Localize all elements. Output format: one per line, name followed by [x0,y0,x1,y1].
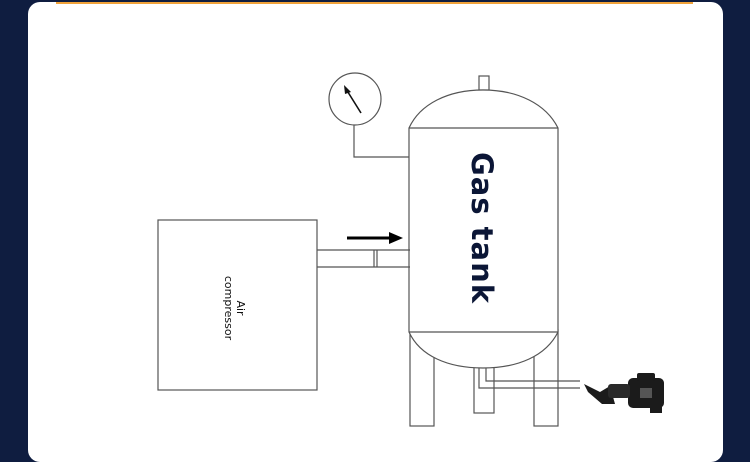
gas-system-diagram [157,72,664,427]
drain-pipe [478,368,580,389]
drain-valve-icon [584,373,664,413]
flow-arrow-icon [347,232,403,244]
diagram-card [28,2,723,462]
gauge-pipe [353,125,410,158]
accent-bar [56,2,693,4]
pressure-gauge-icon [328,72,382,126]
compressor-label: Air compressor [222,275,247,341]
tank-nozzle [478,75,490,91]
air-compressor [157,219,318,391]
inlet-pipe [317,249,410,268]
tank-label: Gas tank [465,151,499,305]
compressor-label-text: Air compressor [222,275,247,341]
